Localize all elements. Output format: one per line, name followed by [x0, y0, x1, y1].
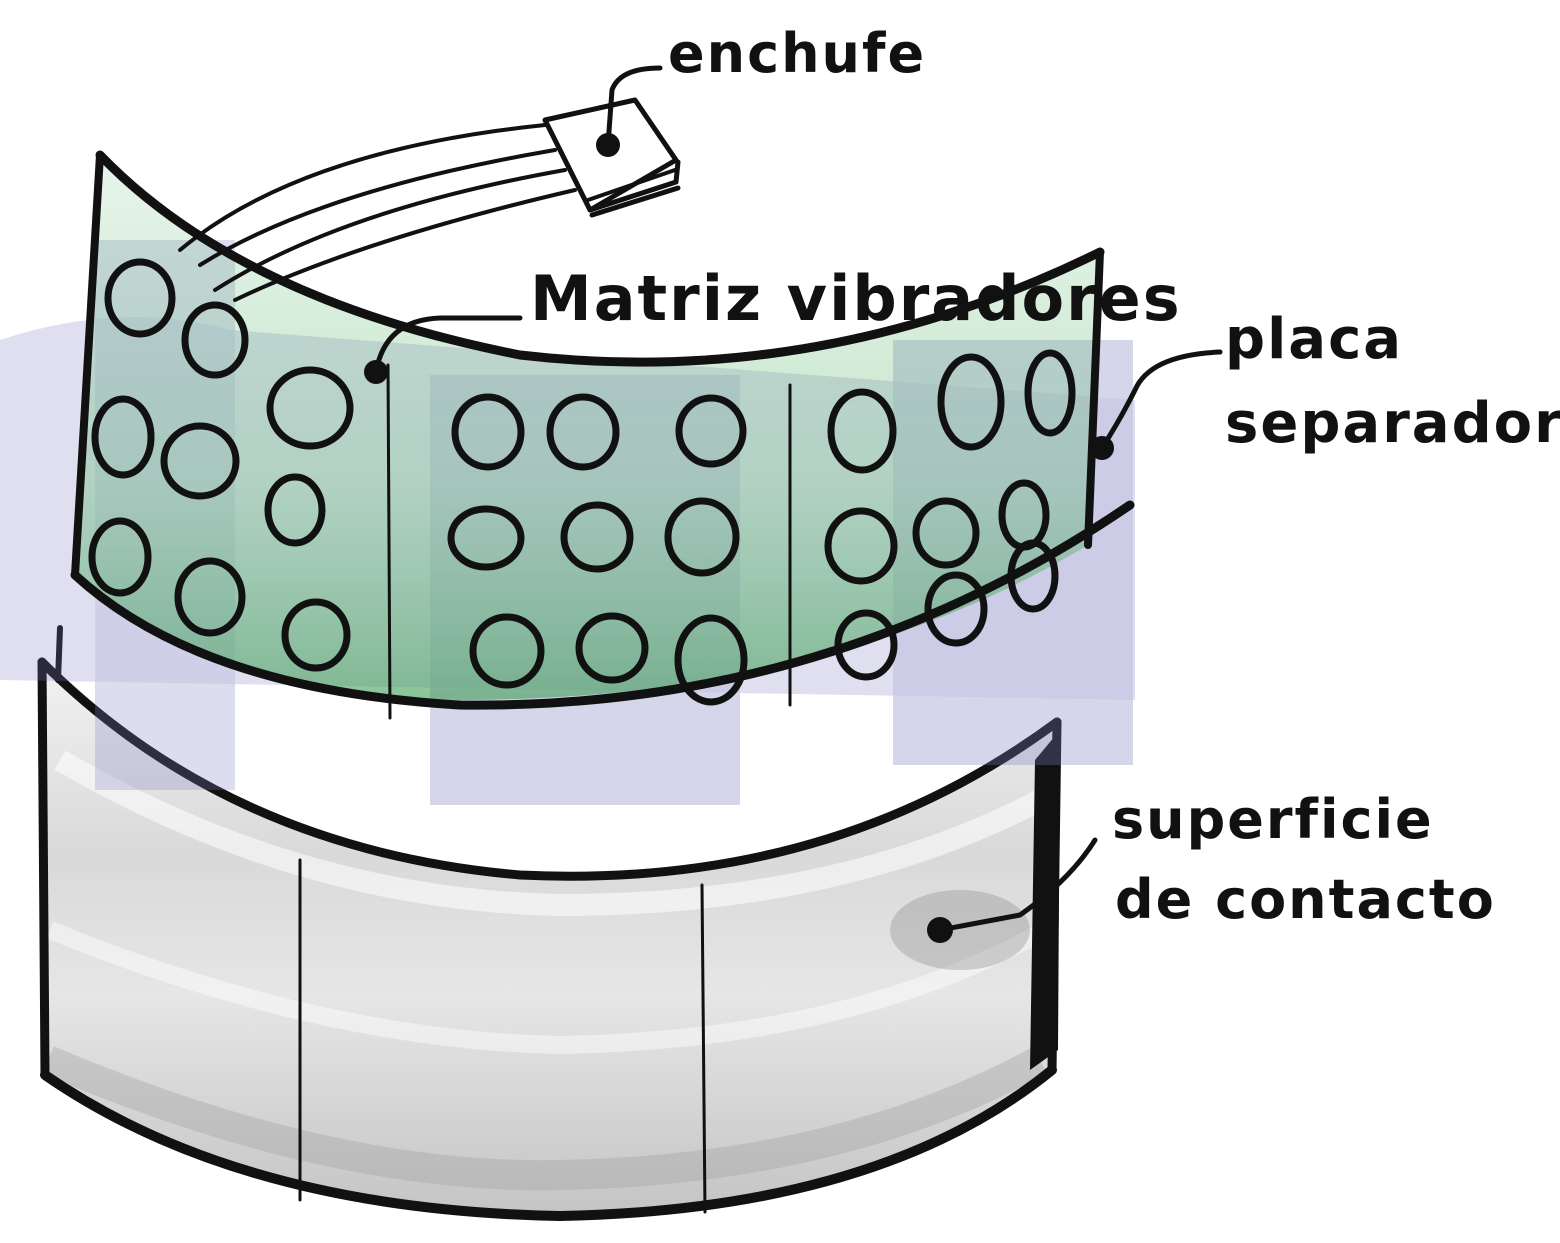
plate-label-line2: separadora — [1225, 391, 1560, 456]
vibrator — [575, 612, 649, 684]
matrix-label: Matriz vibradores — [530, 262, 1182, 335]
vibrator — [834, 609, 898, 681]
contact-surface-band — [37, 625, 1062, 1221]
vibrator — [174, 557, 246, 637]
vibrator — [181, 301, 249, 379]
vibrator — [281, 598, 351, 672]
vibrator — [937, 353, 1005, 451]
matrix-dot — [364, 360, 388, 384]
surface-label-line1: superficie — [1112, 788, 1434, 851]
vibrator — [447, 505, 525, 571]
vibrator — [104, 258, 176, 338]
vibrator — [1024, 349, 1076, 437]
vibrator — [827, 388, 897, 474]
vibrator — [560, 501, 634, 573]
vibrator — [924, 571, 988, 647]
vibrator — [88, 517, 152, 597]
vibrator — [160, 422, 240, 500]
connector-plug — [178, 97, 681, 302]
labels: enchufe Matriz vibradores placa separado… — [530, 22, 1560, 931]
vibrator — [674, 614, 748, 706]
surface-label-line2: de contacto — [1115, 868, 1496, 931]
vibrator — [451, 393, 525, 471]
vibrator-circles — [88, 258, 1076, 706]
vibrator — [264, 473, 326, 547]
vibrator — [912, 497, 980, 569]
vibrator-matrix-band — [70, 150, 1135, 720]
plate-label-line1: placa — [1225, 307, 1403, 372]
vibrator — [675, 394, 747, 468]
encoder-label: enchufe — [668, 22, 926, 85]
vibrator — [91, 395, 155, 479]
surface-dot — [927, 917, 953, 943]
vibrator — [469, 613, 545, 689]
leader-lines — [364, 65, 1223, 943]
vibrator — [266, 366, 354, 450]
vibrator — [824, 507, 898, 585]
vibrator — [1007, 539, 1059, 613]
encoder-dot — [596, 133, 620, 157]
vibrator — [664, 497, 740, 577]
vibrator — [546, 393, 620, 471]
plate-dot — [1090, 436, 1114, 460]
